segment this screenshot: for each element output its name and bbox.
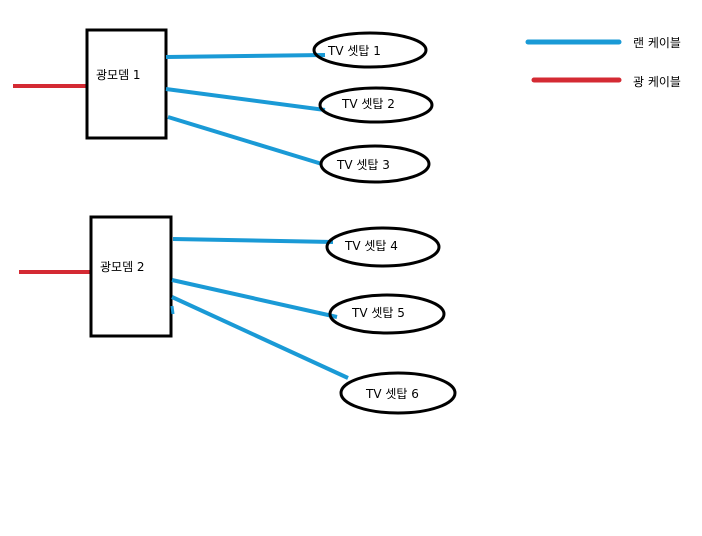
- settop-5-oval: [328, 293, 446, 335]
- settop-3-label: TV 셋탑 3: [336, 158, 390, 172]
- settop-6-oval: [339, 371, 457, 415]
- lan-cable-settop-5: [171, 278, 338, 319]
- settop-5-label: TV 셋탑 5: [351, 306, 405, 320]
- lan-cable-settop-3: [167, 115, 323, 166]
- lan-cable-settop-4: [172, 237, 334, 244]
- modem-1-box: [85, 28, 168, 140]
- lan-cable-stub: [170, 305, 175, 315]
- lan-cable-settop-2: [165, 87, 326, 112]
- lan-cable-settop-6: [171, 295, 349, 380]
- settop-4-oval: [325, 226, 441, 268]
- settop-2-oval: [318, 86, 434, 124]
- settop-6-label: TV 셋탑 6: [365, 387, 419, 401]
- legend-lan-label: 랜 케이블: [633, 36, 681, 50]
- settop-2-label: TV 셋탑 2: [341, 97, 395, 111]
- lan-cable-settop-1: [165, 53, 326, 59]
- settop-4-label: TV 셋탑 4: [344, 239, 398, 253]
- settop-1-label: TV 셋탑 1: [327, 44, 381, 58]
- modem-2-box: [89, 215, 173, 338]
- modem-2-label: 광모뎀 2: [100, 260, 145, 274]
- settop-3-oval: [319, 144, 431, 184]
- legend-fiber-label: 광 케이블: [633, 75, 681, 89]
- settop-1-oval: [312, 31, 428, 69]
- modem-1-label: 광모뎀 1: [96, 68, 141, 82]
